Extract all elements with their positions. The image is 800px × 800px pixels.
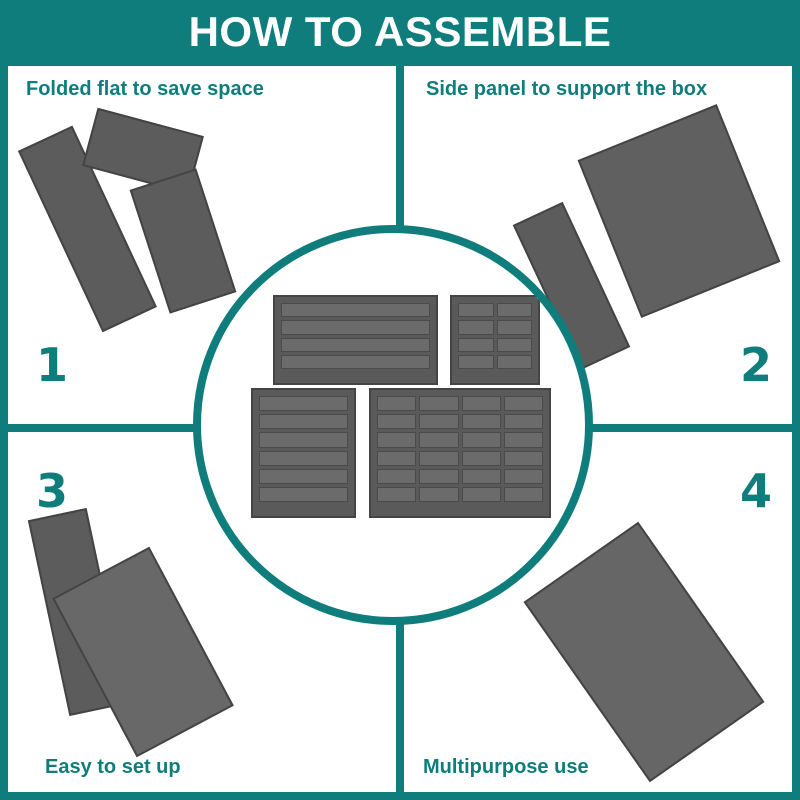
step-1-number: 1 bbox=[36, 338, 69, 392]
center-product-circle bbox=[193, 225, 593, 625]
step-2-number: 2 bbox=[739, 338, 772, 392]
step-1-caption: Folded flat to save space bbox=[26, 78, 264, 100]
step-3-number: 3 bbox=[36, 464, 69, 518]
organizer-box-large-grid bbox=[369, 388, 551, 518]
step-4-caption: Multipurpose use bbox=[423, 756, 589, 778]
step-3-caption: Easy to set up bbox=[45, 756, 181, 778]
step-4-number: 4 bbox=[739, 464, 772, 518]
organizer-box-tall-slots bbox=[251, 388, 356, 518]
organizer-box-long-slots bbox=[273, 295, 438, 385]
step-2-caption: Side panel to support the box bbox=[426, 78, 708, 100]
organizer-box-small-grid bbox=[450, 295, 540, 385]
page-title: HOW TO ASSEMBLE bbox=[188, 8, 612, 55]
